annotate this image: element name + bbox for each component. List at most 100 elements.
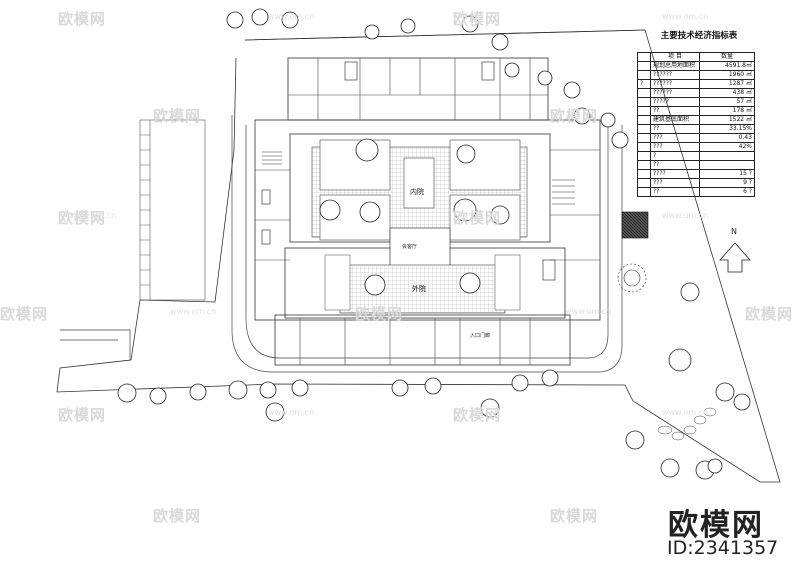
roads [60, 115, 623, 373]
table-row: ????15 ? [637, 169, 755, 179]
table-cell: 9 ? [699, 178, 755, 188]
table-header-cell: 数量 [699, 52, 755, 62]
watermark-url: www.om.cn [268, 408, 315, 417]
table-row: ??????438 ㎡ [637, 88, 755, 98]
watermark: 欧模网 [550, 507, 599, 525]
table-cell [637, 178, 651, 188]
top-rooms [288, 58, 548, 120]
table-cell: 15 ? [699, 169, 755, 179]
table-cell: 1287 ㎡ [699, 79, 755, 89]
watermark: 欧模网 [453, 209, 502, 227]
table-row: ??33.15% [637, 124, 755, 134]
watermark: 欧模网 [453, 406, 502, 424]
watermark-url: www.om.cn [662, 408, 709, 417]
table-cell: 1522 ㎡ [699, 115, 755, 125]
watermark: 欧模网 [550, 107, 599, 125]
table-cell [637, 88, 651, 98]
watermark-url: www.om.cn [268, 12, 315, 21]
table-row: ???42% [637, 142, 755, 152]
table-cell: ?????? [650, 79, 700, 89]
table-cell: ??? [650, 133, 700, 143]
table-row: ??????1960 ㎡ [637, 70, 755, 80]
table-cell: 1960 ㎡ [699, 70, 755, 80]
table-cell: ?????? [650, 88, 700, 98]
inner-court-label: 内院 [410, 187, 424, 196]
watermark: 欧模网 [355, 305, 404, 323]
table-row: ???????1287 ㎡ [637, 79, 755, 89]
table-cell [637, 160, 651, 170]
watermark-url: www.om.cn [565, 307, 612, 316]
table-cell [637, 124, 651, 134]
watermark: 欧模网 [58, 209, 107, 227]
watermark: 欧模网 [153, 107, 202, 125]
outer-court-label: 外院 [412, 284, 426, 293]
table-cell: 6 ? [699, 187, 755, 197]
table-cell [637, 70, 651, 80]
watermark: 欧模网 [453, 10, 502, 28]
site-boundary [56, 29, 781, 483]
table-cell [637, 61, 651, 71]
table-cell: 4591.8㎡ [699, 61, 755, 71]
table-header-cell [637, 52, 651, 62]
table-row: ??6 ? [637, 187, 755, 197]
table-row: ? [637, 151, 755, 161]
table-cell [637, 187, 651, 197]
watermark-url: www.om.cn [662, 12, 709, 21]
watermark-url: www.om.cn [170, 307, 217, 316]
table-cell: 规划总用地面积 [650, 61, 700, 71]
north-arrow [719, 242, 751, 273]
north-label: N [731, 227, 737, 236]
brand-logo-text: 欧模网 [668, 508, 764, 543]
parking-west [139, 119, 206, 301]
table-cell: 0.43 [699, 133, 755, 143]
watermark: 欧模网 [58, 10, 107, 28]
table-cell [637, 169, 651, 179]
table-cell [637, 115, 651, 125]
table-cell: ????? [650, 97, 700, 107]
table-cell: ?? [650, 187, 700, 197]
watermark-url: www.om.cn [70, 211, 117, 220]
table-cell: ? [637, 79, 651, 89]
watermark: 欧模网 [153, 507, 202, 525]
watermark: 欧模网 [745, 305, 794, 323]
table-row: ??178 ㎡ [637, 106, 755, 116]
inner-court-paving [311, 139, 528, 241]
brand-id: ID:2341357 [667, 537, 779, 559]
table-cell: ?????? [650, 70, 700, 80]
table-cell: ???? [650, 169, 700, 179]
table-row: ???0.43 [637, 133, 755, 143]
table-cell [637, 151, 651, 161]
bottom-rooms [299, 318, 531, 365]
table-cell: 42% [699, 142, 755, 152]
watermark: 欧模网 [58, 406, 107, 424]
table-cell: ??? [650, 178, 700, 188]
table-row: ?? [637, 160, 755, 170]
hall-label: 会客厅 [402, 243, 417, 250]
table-header-cell: 项 目 [650, 52, 700, 62]
feature-square [621, 211, 649, 239]
table-cell: 建筑基底面积 [650, 115, 700, 125]
side-rooms [255, 149, 600, 281]
table-cell: 33.15% [699, 124, 755, 134]
trees [117, 8, 751, 480]
table-cell: ?? [650, 124, 700, 134]
table-cell: 438 ㎡ [699, 88, 755, 98]
table-cell [699, 151, 755, 161]
table-cell: ?? [650, 106, 700, 116]
table-cell [637, 142, 651, 152]
table-cell: 178 ㎡ [699, 106, 755, 116]
watermark-url: www.om.cn [662, 211, 709, 220]
table-title: 主要技术经济指标表 [660, 31, 738, 41]
table-cell [637, 133, 651, 143]
table-cell: ? [650, 151, 700, 161]
outer-court [324, 227, 521, 314]
table-cell [637, 106, 651, 116]
table-row: ?????57 ㎡ [637, 97, 755, 107]
watermark: 欧模网 [0, 305, 49, 323]
table-row: ???9 ? [637, 178, 755, 188]
stepping-stones [657, 407, 717, 441]
